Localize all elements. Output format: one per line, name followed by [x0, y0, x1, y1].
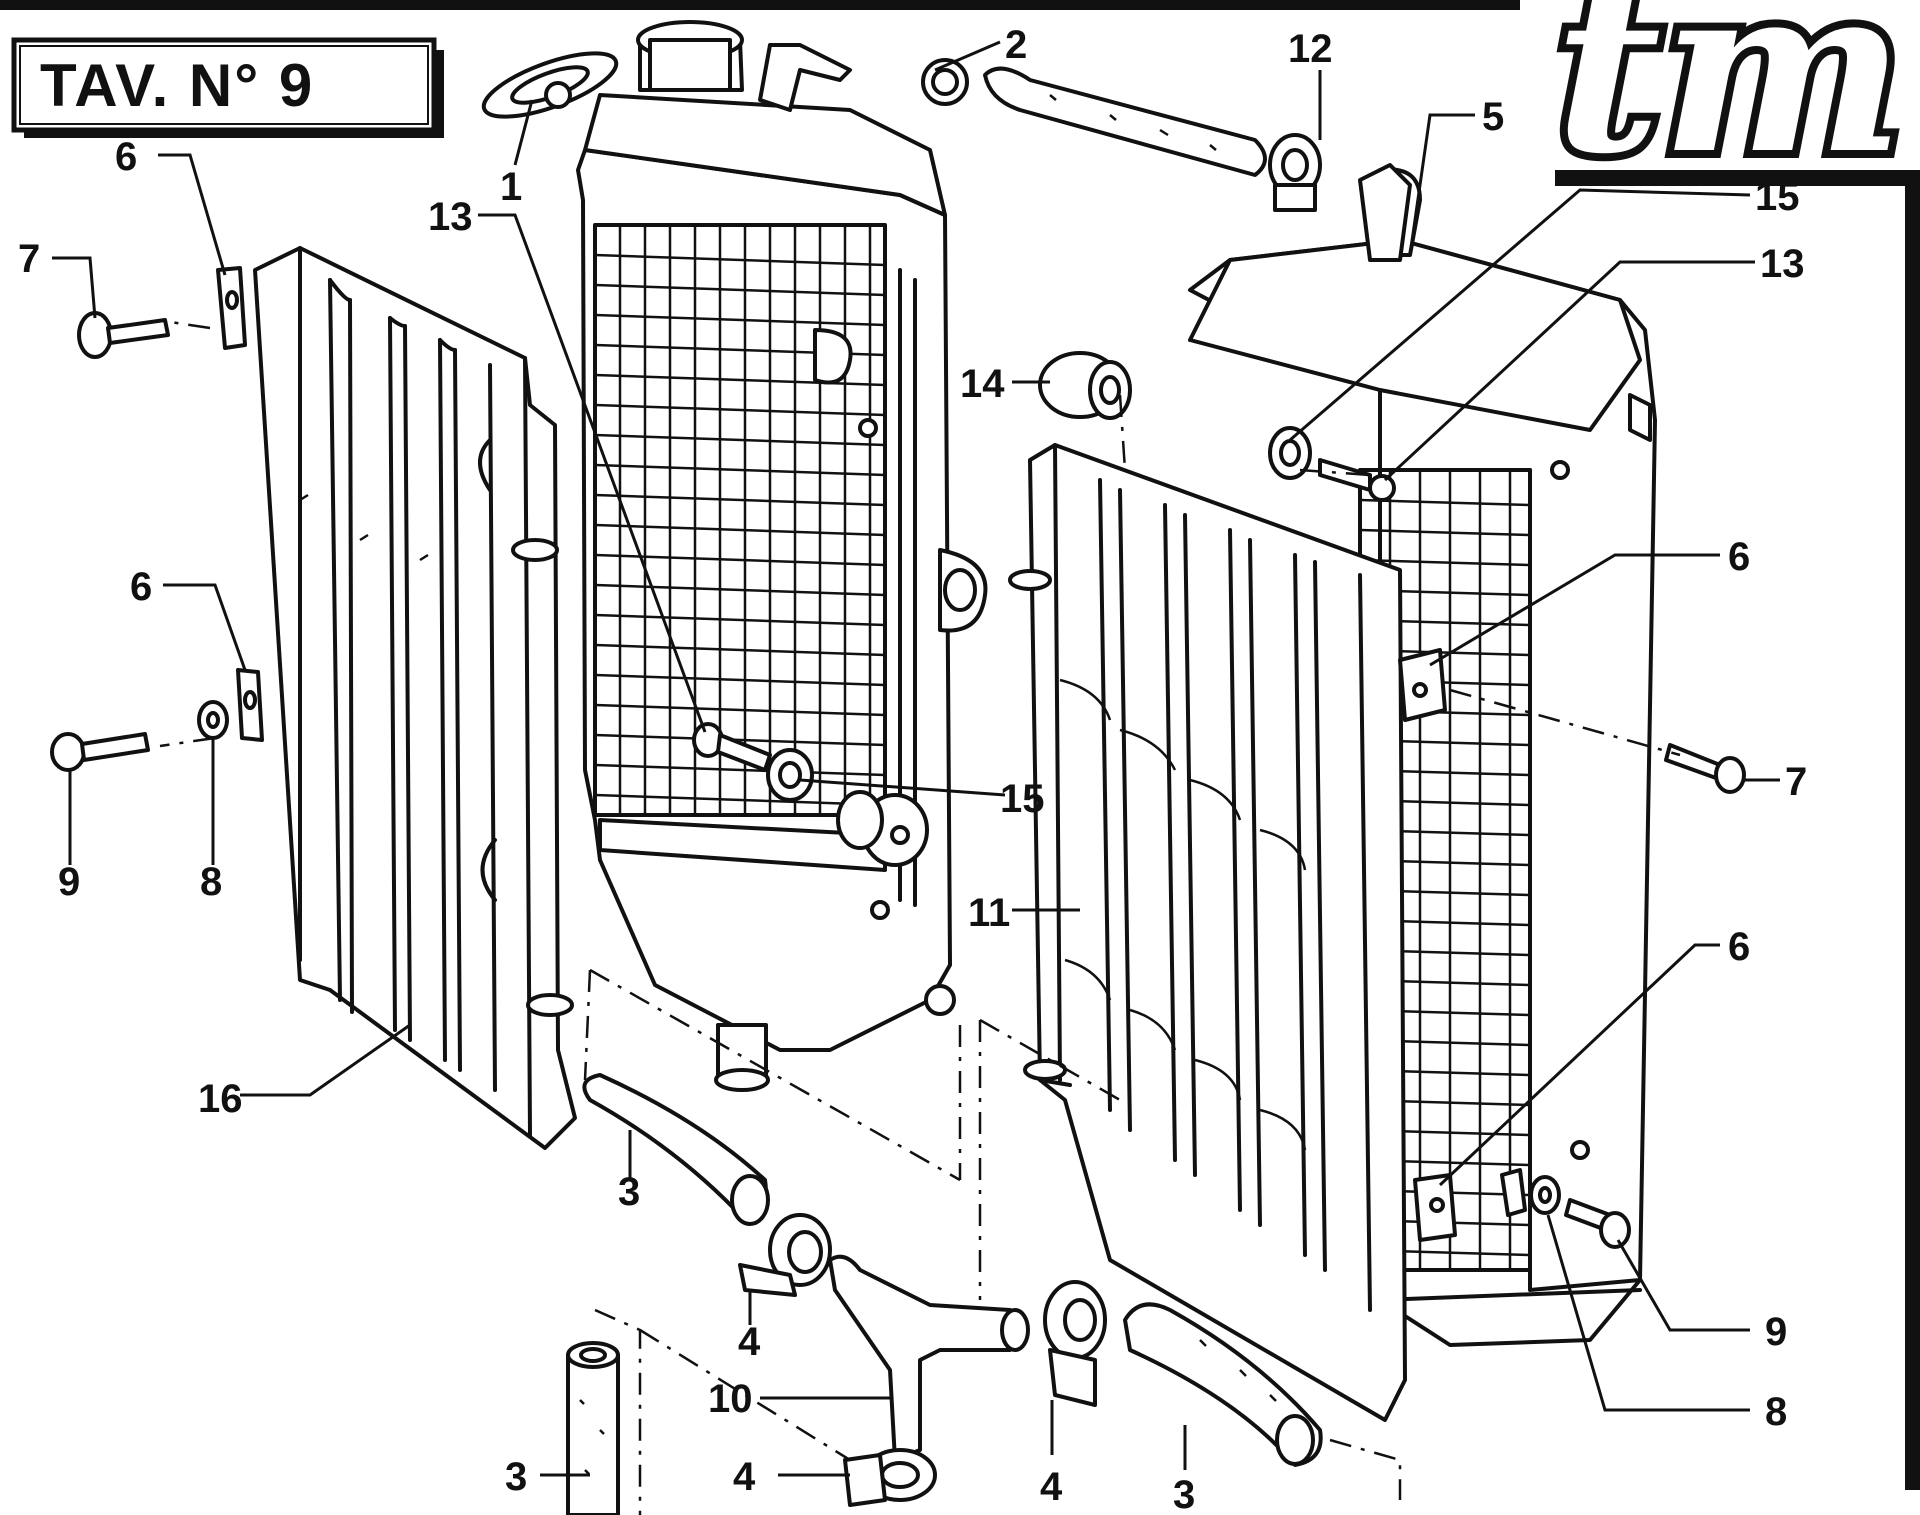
callout-6-top-left: 6 — [115, 135, 137, 179]
screw-9-right — [1564, 1198, 1631, 1249]
spacer-15-left — [766, 748, 814, 802]
callout-3-bottom-right: 3 — [1173, 1473, 1195, 1515]
callout-labels: 1 2 12 5 15 13 6 7 13 14 6 6 8 9 15 11 7… — [18, 23, 1807, 1515]
assembly-dash-lines — [159, 320, 1681, 1515]
hose-clamp-12 — [1268, 133, 1322, 212]
callout-11: 11 — [968, 891, 1010, 935]
callout-5: 5 — [1482, 95, 1504, 139]
callout-12: 12 — [1288, 27, 1333, 71]
callout-15-left: 15 — [1000, 777, 1045, 821]
callout-1: 1 — [500, 165, 522, 209]
callout-9-left: 9 — [58, 860, 80, 904]
lower-hose-3-left — [582, 1073, 770, 1226]
callout-2: 2 — [1005, 23, 1027, 67]
bracket-6-upper-right — [1398, 648, 1447, 722]
right-radiator-shroud — [1008, 443, 1407, 1422]
screw-7-upper-left — [77, 311, 170, 359]
callout-7-top-left: 7 — [18, 237, 40, 281]
callout-13-right: 13 — [1760, 242, 1805, 286]
radiator-cap — [481, 51, 619, 119]
screw-13-left — [692, 722, 772, 772]
hose-clamp-4-bottom — [843, 1448, 937, 1507]
title-box: TAV. N° 9 — [11, 37, 444, 138]
bracket-6-mid-left — [236, 668, 264, 742]
screw-7-right — [1664, 743, 1746, 794]
callout-6-right-upper: 6 — [1728, 535, 1750, 579]
spacer-15-right — [1268, 426, 1312, 480]
right-radiator — [1188, 163, 1657, 1347]
bracket-6-upper-left — [216, 266, 247, 350]
leader-lines — [52, 40, 1780, 1477]
callout-9-right: 9 — [1765, 1310, 1787, 1354]
hose-clamp-4-right — [1043, 1280, 1107, 1407]
callout-8-left: 8 — [200, 860, 222, 904]
upper-hose-2 — [921, 58, 1267, 177]
bushing-left — [836, 790, 929, 867]
y-piece-10 — [828, 1254, 1030, 1462]
callout-4-bottom: 4 — [733, 1455, 756, 1499]
callout-4-upper-left: 4 — [738, 1320, 761, 1364]
rubber-grommet-14 — [1038, 351, 1132, 420]
callout-14: 14 — [960, 362, 1005, 406]
screw-9-left — [50, 732, 150, 772]
hose-clamp-4-left — [738, 1213, 832, 1297]
callout-16: 16 — [198, 1077, 243, 1121]
left-radiator-shroud — [253, 246, 577, 1150]
hose-3-bottom-left — [566, 1341, 620, 1515]
callout-10: 10 — [708, 1377, 753, 1421]
page-title: TAV. N° 9 — [40, 52, 314, 119]
washer-8-left — [197, 700, 229, 740]
top-border — [0, 0, 1520, 10]
lower-hose-3-right — [1123, 1302, 1323, 1467]
washer-8-right — [1500, 1168, 1561, 1217]
callout-15-top: 15 — [1755, 175, 1800, 219]
callout-3-bottom-left: 3 — [505, 1455, 527, 1499]
callout-13-left: 13 — [428, 195, 473, 239]
callout-6-right-lower: 6 — [1728, 925, 1750, 969]
bracket-6-lower-right — [1413, 1173, 1457, 1242]
callout-6-mid-left: 6 — [130, 565, 152, 609]
screw-13-right — [1318, 458, 1396, 502]
callout-7-right: 7 — [1785, 760, 1807, 804]
callout-4-bottom-right: 4 — [1040, 1465, 1063, 1509]
callout-3-upper-left: 3 — [618, 1170, 640, 1214]
left-core-grid — [593, 223, 887, 817]
callout-8-right: 8 — [1765, 1390, 1787, 1434]
brand-logo: tm — [1547, 0, 1920, 1490]
